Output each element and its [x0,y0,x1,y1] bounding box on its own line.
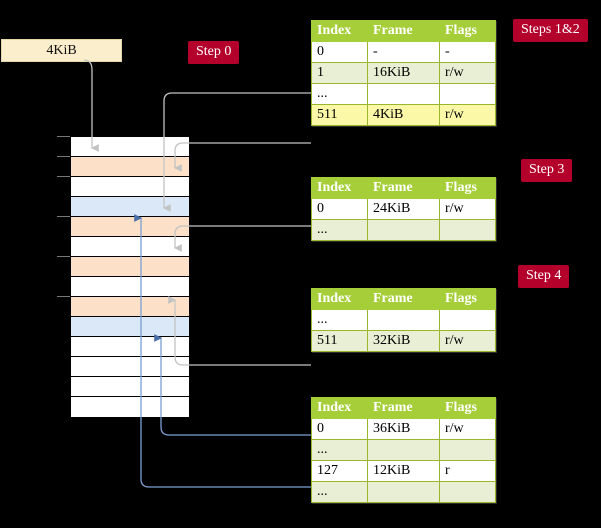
badge-step-0: Step 0 [188,41,240,64]
column-header-index: Index [311,397,368,419]
column-header-frame: Frame [367,288,440,310]
column-header-flags: Flags [439,20,496,42]
cell-index: 0 [311,41,368,63]
frame-box-4kib: 4KiB [1,39,122,62]
memory-frame-7 [71,277,189,297]
memory-tick-2 [57,176,70,177]
cell-flags: r/w [439,62,496,84]
connector-step0 [83,59,99,152]
memory-frame-3 [71,197,189,217]
column-header-frame: Frame [367,397,440,419]
memory-tick-0 [57,136,70,137]
memory-tick-6 [57,256,70,257]
cell-frame: 16KiB [367,62,440,84]
cell-frame [367,219,440,241]
column-header-index: Index [311,177,368,199]
memory-frame-11 [71,357,189,377]
memory-frame-6 [71,257,189,277]
table-row: 0-- [311,41,496,63]
cell-flags: r/w [439,418,496,440]
cell-frame [367,481,440,503]
memory-frame-10 [71,337,189,357]
memory-frame-0 [71,137,189,157]
physical-memory-bar [70,136,190,417]
cell-flags: r/w [439,198,496,220]
cell-index: 0 [311,198,368,220]
cell-flags [439,83,496,105]
badge-step-3: Step 3 [521,159,573,182]
cell-frame: 36KiB [367,418,440,440]
badge-steps-1-2: Steps 1&2 [513,19,588,42]
table-row: ... [311,309,496,331]
table-row: ... [311,83,496,105]
memory-tick-1 [57,156,70,157]
memory-frame-1 [71,157,189,177]
cell-flags [439,219,496,241]
connector-step3 [173,225,311,252]
column-header-frame: Frame [367,177,440,199]
cell-frame [367,309,440,331]
cell-flags [439,439,496,461]
memory-frame-5 [71,237,189,257]
memory-tick-8 [57,296,70,297]
column-header-flags: Flags [439,397,496,419]
table-row: ... [311,439,496,461]
cell-index: ... [311,481,368,503]
memory-frame-8 [71,297,189,317]
memory-frame-2 [71,177,189,197]
memory-frame-4 [71,217,189,237]
column-header-flags: Flags [439,177,496,199]
cell-frame: 24KiB [367,198,440,220]
cell-flags: r [439,460,496,482]
cell-index: 1 [311,62,368,84]
cell-flags [439,309,496,331]
cell-index: ... [311,83,368,105]
cell-index: ... [311,219,368,241]
cell-flags: r/w [439,330,496,352]
cell-frame: 12KiB [367,460,440,482]
cell-index: 511 [311,330,368,352]
cell-index: ... [311,309,368,331]
cell-flags [439,481,496,503]
cell-frame: 32KiB [367,330,440,352]
frame-box-label: 4KiB [46,42,77,58]
cell-frame [367,439,440,461]
cell-index: 511 [311,104,368,126]
column-header-frame: Frame [367,20,440,42]
cell-frame: 4KiB [367,104,440,126]
connector-step4-gray [168,296,311,366]
cell-index: 0 [311,418,368,440]
badge-step-4: Step 4 [518,265,570,288]
table-row: ... [311,219,496,241]
table-row: ... [311,481,496,503]
memory-frame-13 [71,397,189,417]
cell-frame: - [367,41,440,63]
column-header-flags: Flags [439,288,496,310]
cell-frame [367,83,440,105]
column-header-index: Index [311,20,368,42]
cell-index: 127 [311,460,368,482]
cell-index: ... [311,439,368,461]
cell-flags: r/w [439,104,496,126]
column-header-index: Index [311,288,368,310]
memory-frame-12 [71,377,189,397]
memory-frame-9 [71,317,189,337]
cell-flags: - [439,41,496,63]
memory-tick-4 [57,216,70,217]
